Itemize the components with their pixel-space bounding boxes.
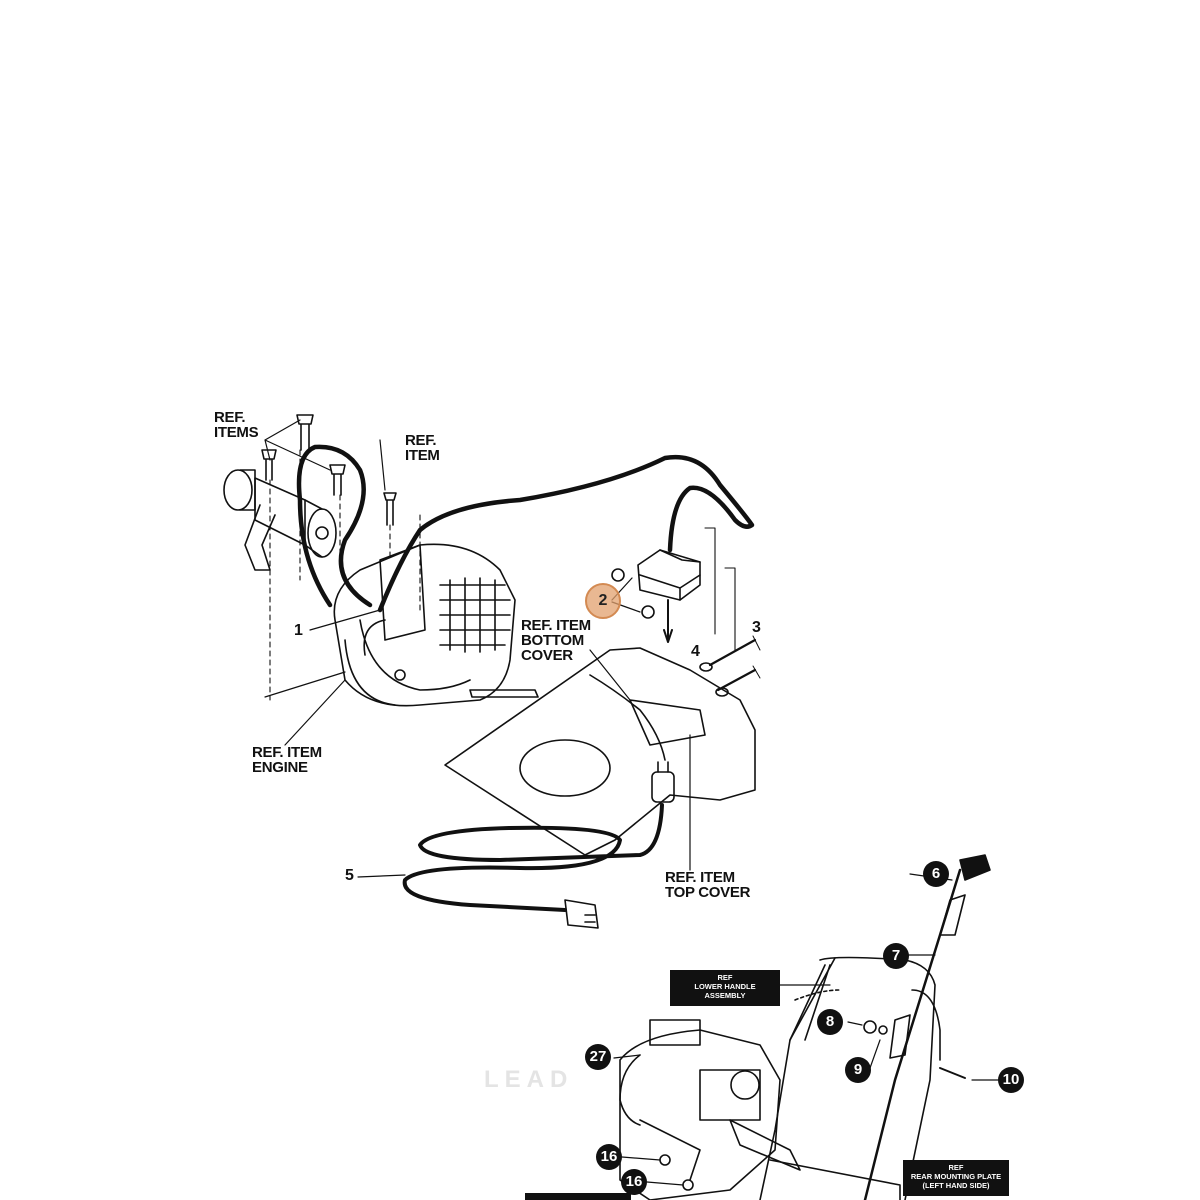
ref-lower-handle-box: REF LOWER HANDLE ASSEMBLY: [670, 970, 780, 1006]
snow-thrower-assembly: [619, 854, 991, 1200]
callout-2-highlight[interactable]: 2: [585, 583, 621, 619]
engine-assembly: [333, 543, 539, 707]
badge-16-a: 16: [596, 1144, 622, 1170]
ref-item-label: REF. ITEM: [405, 432, 440, 464]
bottom-cover: [444, 647, 756, 856]
power-cord: [402, 761, 675, 929]
badge-27: 27: [585, 1044, 611, 1070]
badge-10: 10: [998, 1067, 1024, 1093]
ref-item-bottom-cover-label: REF. ITEM BOTTOM COVER: [521, 617, 591, 664]
callout-4: 4: [691, 643, 700, 660]
callout-3: 3: [752, 619, 761, 636]
badge-7: 7: [883, 943, 909, 969]
callout-1: 1: [294, 622, 303, 639]
badge-16-b: 16: [621, 1169, 647, 1195]
switch-box: [611, 527, 736, 651]
wire-harness: [296, 444, 755, 613]
ref-item-top-cover-label: REF. ITEM TOP COVER: [665, 869, 751, 901]
badge-6: 6: [923, 861, 949, 887]
bolts: [699, 635, 761, 697]
ref-items-label: REF. ITEMS: [214, 409, 259, 441]
watermark: LEAD: [484, 1066, 574, 1093]
ref-rear-mounting-plate-box: REF REAR MOUNTING PLATE (LEFT HAND SIDE): [903, 1160, 1009, 1196]
starter-motor: [223, 469, 337, 571]
badge-9: 9: [845, 1057, 871, 1083]
callout-5: 5: [345, 867, 354, 884]
badge-8: 8: [817, 1009, 843, 1035]
ref-box-cut-off: [525, 1193, 631, 1200]
ref-item-engine-label: REF. ITEM ENGINE: [252, 744, 322, 776]
